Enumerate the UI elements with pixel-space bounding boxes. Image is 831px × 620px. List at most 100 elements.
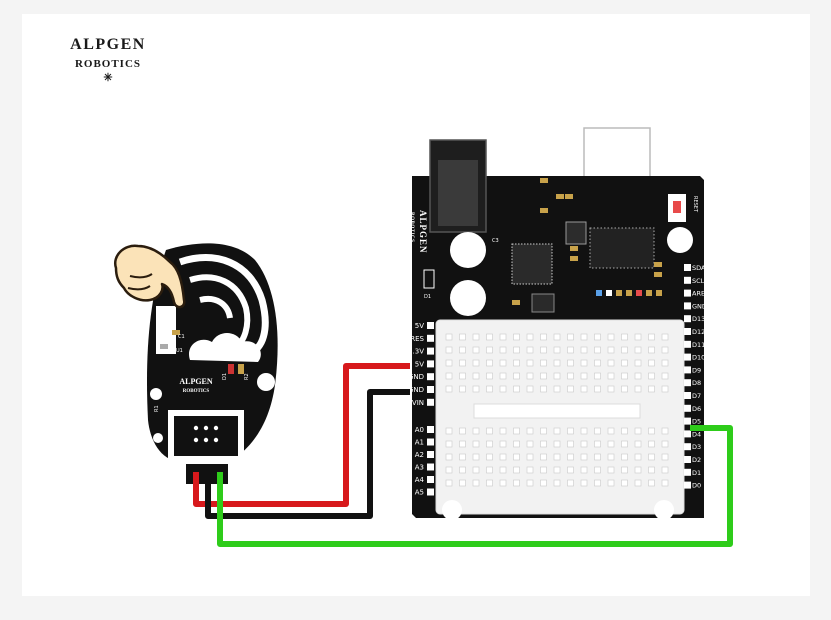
breadboard-hole bbox=[499, 346, 507, 354]
breadboard-hole bbox=[526, 466, 534, 474]
capacitor-large bbox=[450, 280, 486, 316]
header-pin bbox=[684, 417, 691, 425]
breadboard-hole bbox=[634, 466, 642, 474]
header-pin bbox=[203, 437, 209, 443]
breadboard-hole bbox=[540, 333, 547, 341]
breadboard-hole bbox=[661, 359, 669, 367]
breadboard-hole bbox=[459, 440, 466, 448]
wire-ground bbox=[205, 389, 410, 519]
breadboard-hole bbox=[513, 333, 520, 341]
breadboard-hole bbox=[472, 453, 480, 461]
header-pin bbox=[427, 438, 434, 446]
breadboard-hole bbox=[594, 346, 601, 354]
breadboard-hole bbox=[513, 385, 520, 393]
breadboard-hole bbox=[580, 346, 588, 354]
breadboard-hole bbox=[526, 333, 534, 341]
breadboard-hole bbox=[661, 453, 669, 461]
breadboard-hole bbox=[553, 333, 561, 341]
breadboard-hole bbox=[459, 385, 466, 393]
breadboard-hole bbox=[594, 333, 601, 341]
breadboard-hole bbox=[621, 346, 628, 354]
touch-pad-cloud bbox=[189, 333, 261, 362]
breadboard-hole bbox=[445, 427, 453, 435]
breadboard-hole bbox=[580, 479, 588, 487]
breadboard-hole bbox=[634, 372, 642, 380]
breadboard-hole bbox=[621, 372, 628, 380]
pin-label: D12 bbox=[692, 328, 705, 336]
breadboard-hole bbox=[499, 372, 507, 380]
silk-d1: D1 bbox=[424, 294, 431, 300]
breadboard-hole bbox=[499, 359, 507, 367]
breadboard-hole bbox=[607, 372, 615, 380]
pin-label: SCL bbox=[692, 277, 705, 285]
breadboard-hole bbox=[486, 359, 493, 367]
breadboard-hole bbox=[661, 372, 669, 380]
breadboard-hole bbox=[634, 346, 642, 354]
breadboard-hole bbox=[634, 359, 642, 367]
breadboard-hole bbox=[513, 372, 520, 380]
breadboard-hole bbox=[540, 466, 547, 474]
header-pin bbox=[427, 426, 434, 433]
wire-power bbox=[193, 363, 410, 507]
header-pin bbox=[427, 334, 434, 342]
header-pin bbox=[203, 425, 209, 431]
breadboard-hole bbox=[499, 440, 507, 448]
pin-label: D7 bbox=[692, 392, 701, 400]
pin-label: D8 bbox=[692, 379, 701, 387]
reset-button-cap[interactable] bbox=[673, 201, 681, 213]
module-resistor bbox=[238, 364, 244, 374]
logo-line2: ROBOTICS bbox=[75, 58, 141, 70]
pin-label: VIN bbox=[412, 399, 424, 407]
breadboard-hole bbox=[553, 466, 561, 474]
breadboard-hole bbox=[472, 479, 480, 487]
led-indicator bbox=[596, 290, 602, 296]
breadboard-hole bbox=[661, 333, 669, 341]
breadboard-hole bbox=[594, 359, 601, 367]
header-pin bbox=[427, 398, 434, 406]
breadboard-hole bbox=[553, 346, 561, 354]
led-indicator bbox=[636, 290, 642, 296]
pin-label: A0 bbox=[415, 426, 424, 434]
breadboard-hole bbox=[526, 427, 534, 435]
alpgen-logo: ALPGEN ROBOTICS ✳ bbox=[70, 36, 144, 84]
header-pin bbox=[427, 451, 434, 458]
breadboard-hole bbox=[553, 440, 561, 448]
breadboard-hole bbox=[567, 346, 574, 354]
breadboard-hole bbox=[567, 440, 574, 448]
breadboard-hole bbox=[513, 453, 520, 461]
capacitor-large bbox=[450, 232, 486, 268]
pin-label: GND bbox=[408, 373, 424, 381]
led-indicator bbox=[656, 290, 662, 296]
breadboard-hole bbox=[594, 427, 601, 435]
breadboard-hole bbox=[540, 453, 547, 461]
breadboard-hole bbox=[445, 372, 453, 380]
breadboard-hole bbox=[472, 359, 480, 367]
breadboard-hole bbox=[499, 479, 507, 487]
breadboard-hole bbox=[459, 372, 466, 380]
breadboard-hole bbox=[445, 346, 453, 354]
header-pin bbox=[684, 353, 691, 361]
pin-label: D2 bbox=[692, 456, 701, 464]
breadboard-hole bbox=[594, 440, 601, 448]
breadboard-hole bbox=[661, 427, 669, 435]
breadboard-hole bbox=[540, 372, 547, 380]
breadboard-hole bbox=[580, 453, 588, 461]
header-pin bbox=[427, 322, 434, 329]
breadboard-hole bbox=[540, 440, 547, 448]
breadboard-hole bbox=[526, 372, 534, 380]
breadboard-hole bbox=[459, 359, 466, 367]
breadboard-hole bbox=[472, 333, 480, 341]
silk-d1: D1 bbox=[222, 373, 228, 380]
header-pin bbox=[427, 386, 434, 393]
pin-label: D4 bbox=[692, 430, 701, 438]
microcontroller-board: C3 D1 RESET ALPGEN ROBOTICS bbox=[408, 127, 709, 520]
pin-label: D9 bbox=[692, 366, 701, 374]
header-pin bbox=[684, 468, 691, 476]
pin-label: A5 bbox=[415, 489, 424, 497]
silk-r1: R1 bbox=[154, 405, 160, 412]
mounting-hole bbox=[667, 227, 693, 253]
module-mounting-hole bbox=[257, 373, 275, 391]
header-pin bbox=[193, 425, 199, 431]
breadboard-hole bbox=[648, 453, 655, 461]
